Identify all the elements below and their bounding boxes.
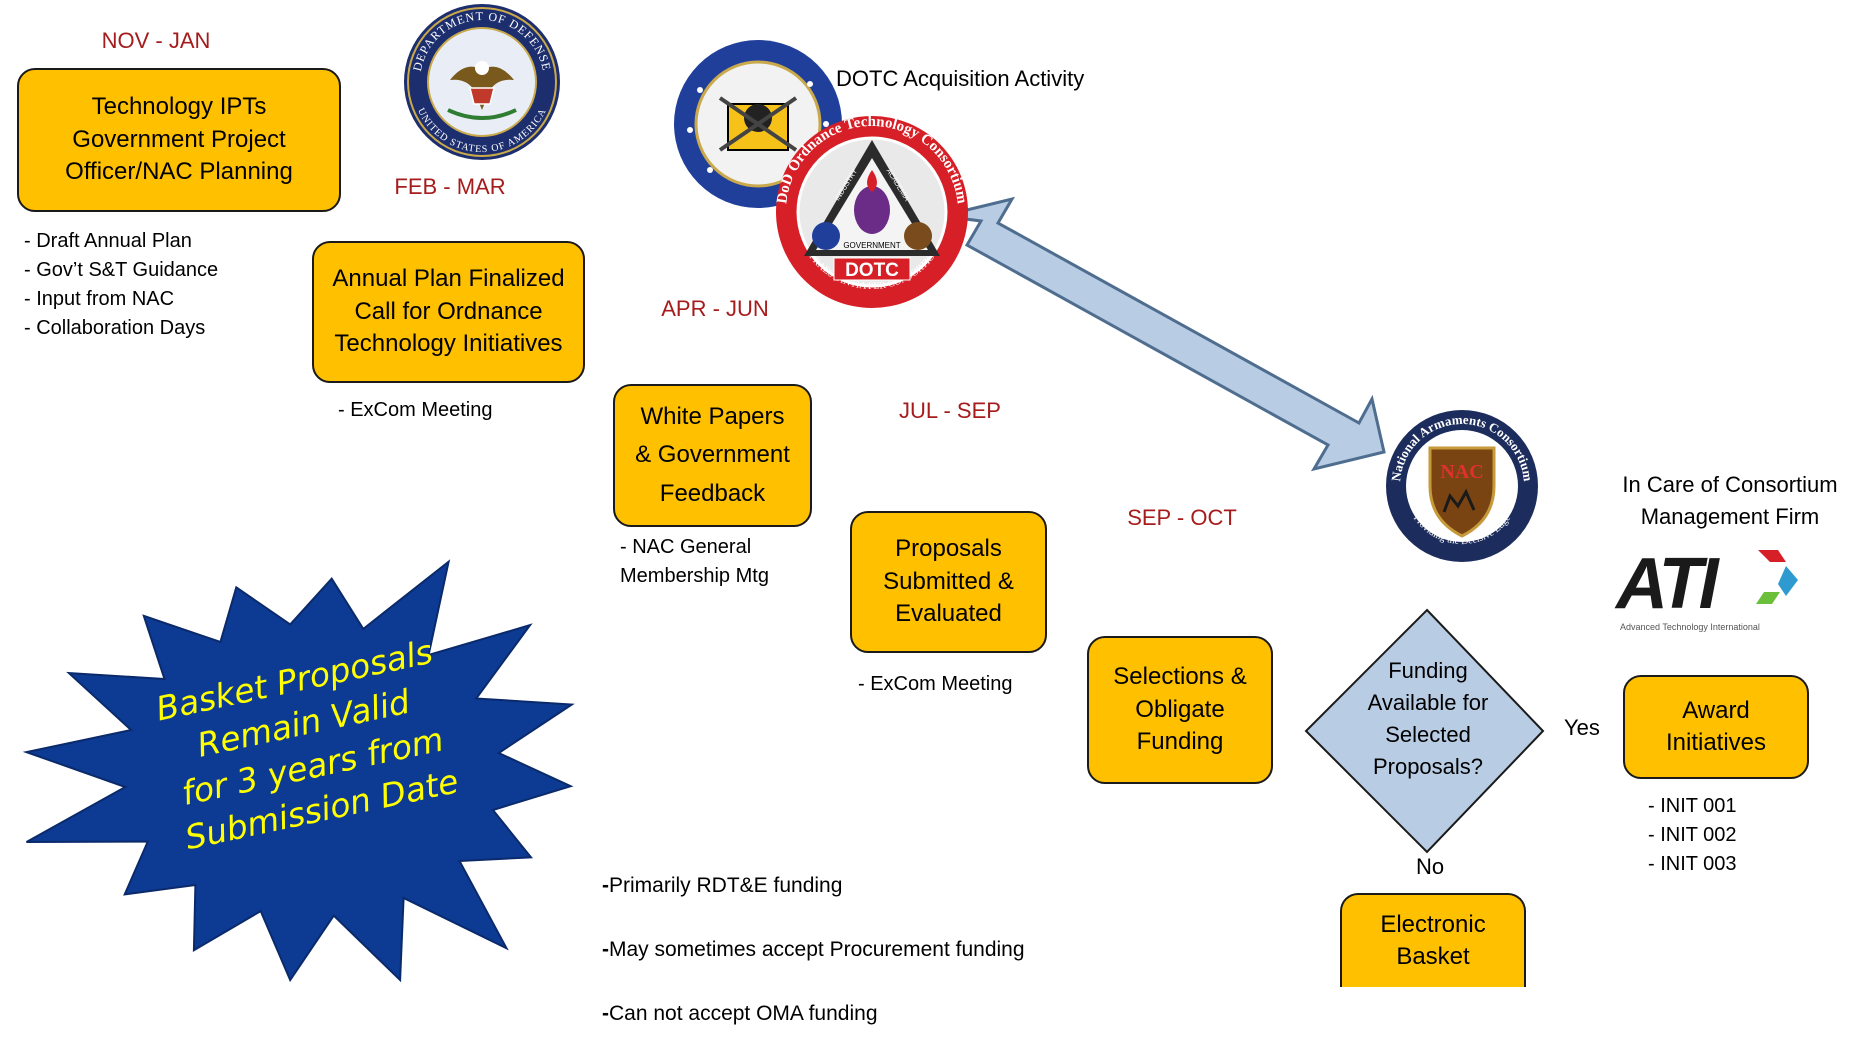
nac-seal-icon: National Armaments Consortium Providing … [1386,410,1538,562]
stage-line: & Government [635,441,790,469]
svg-text:Advanced Technology Internatio: Advanced Technology International [1620,622,1760,632]
award-line: Award [1682,696,1750,724]
funding-note: -Primarily RDT&E funding [602,874,843,897]
basket-line: Electronic [1380,910,1486,938]
yes-label: Yes [1564,715,1600,740]
period-apr-jun: APR - JUN [661,296,769,321]
stage-line: Funding [1136,728,1224,756]
notes-nov-jan: - Draft Annual Plan - Gov’t S&T Guidance… [24,230,219,339]
svg-text:GOVERNMENT: GOVERNMENT [843,241,900,250]
stage-line: Officer/NAC Planning [65,158,293,186]
stage-line: Annual Plan Finalized [332,265,565,293]
decision-line: Available for [1368,690,1489,715]
stage-line: Feedback [659,479,766,507]
svg-text:NAC: NAC [1440,461,1483,483]
stage-line: Proposals [895,535,1002,563]
notes-jul-sep: - ExCom Meeting [858,673,1013,695]
notes-award: - INIT 001 - INIT 002 - INIT 003 [1648,795,1737,875]
stage-line: Technology IPTs [91,93,267,121]
notes-apr-jun: - NAC General Membership Mtg [620,536,769,587]
basket-line: Basket [1396,943,1470,970]
period-jul-sep: JUL - SEP [899,398,1001,423]
award-line: Initiatives [1665,729,1767,756]
no-label: No [1416,854,1445,879]
stage-line: Call for Ordnance [354,297,543,325]
double-arrow [941,196,1386,472]
stage-line: Obligate [1135,695,1225,723]
diagram-graphics: Funding Available for Selected Proposals… [22,4,1798,983]
stage-line: Evaluated [895,600,1002,628]
decision-line: Proposals? [1373,754,1483,779]
stage-line: Government Project [72,125,286,153]
period-sep-oct: SEP - OCT [1127,505,1237,530]
dotc-acquisition-label: DOTC Acquisition Activity [836,66,1085,91]
svg-text:ATI: ATI [1614,544,1721,624]
funding-note: -May sometimes accept Procurement fundin… [602,938,1025,961]
consortium-management-label: In Care of Consortium Management Firm [1622,472,1838,529]
decision-line: Selected [1385,722,1471,747]
stage-line: Submitted & [883,567,1014,595]
starburst-shape [22,559,575,983]
ati-logo-icon: ATI Advanced Technology International [1614,544,1798,632]
svg-text:DOTC: DOTC [845,260,899,281]
funding-note: -Can not accept OMA funding [602,1002,878,1025]
notes-feb-mar: - ExCom Meeting [338,399,493,421]
stage-line: White Papers [640,402,785,430]
dotc-seal-icon: DoD Ordnance Technology Consortium PRAES… [774,114,970,308]
period-feb-mar: FEB - MAR [394,174,506,199]
stage-line: Technology Initiatives [334,330,563,358]
decision-diamond [1304,608,1545,854]
dod-seal-icon: DEPARTMENT OF DEFENSE UNITED STATES OF A… [404,4,560,160]
period-nov-jan: NOV - JAN [101,28,211,53]
stage-line: Selections & [1113,663,1247,691]
decision-line: Funding [1388,658,1468,683]
